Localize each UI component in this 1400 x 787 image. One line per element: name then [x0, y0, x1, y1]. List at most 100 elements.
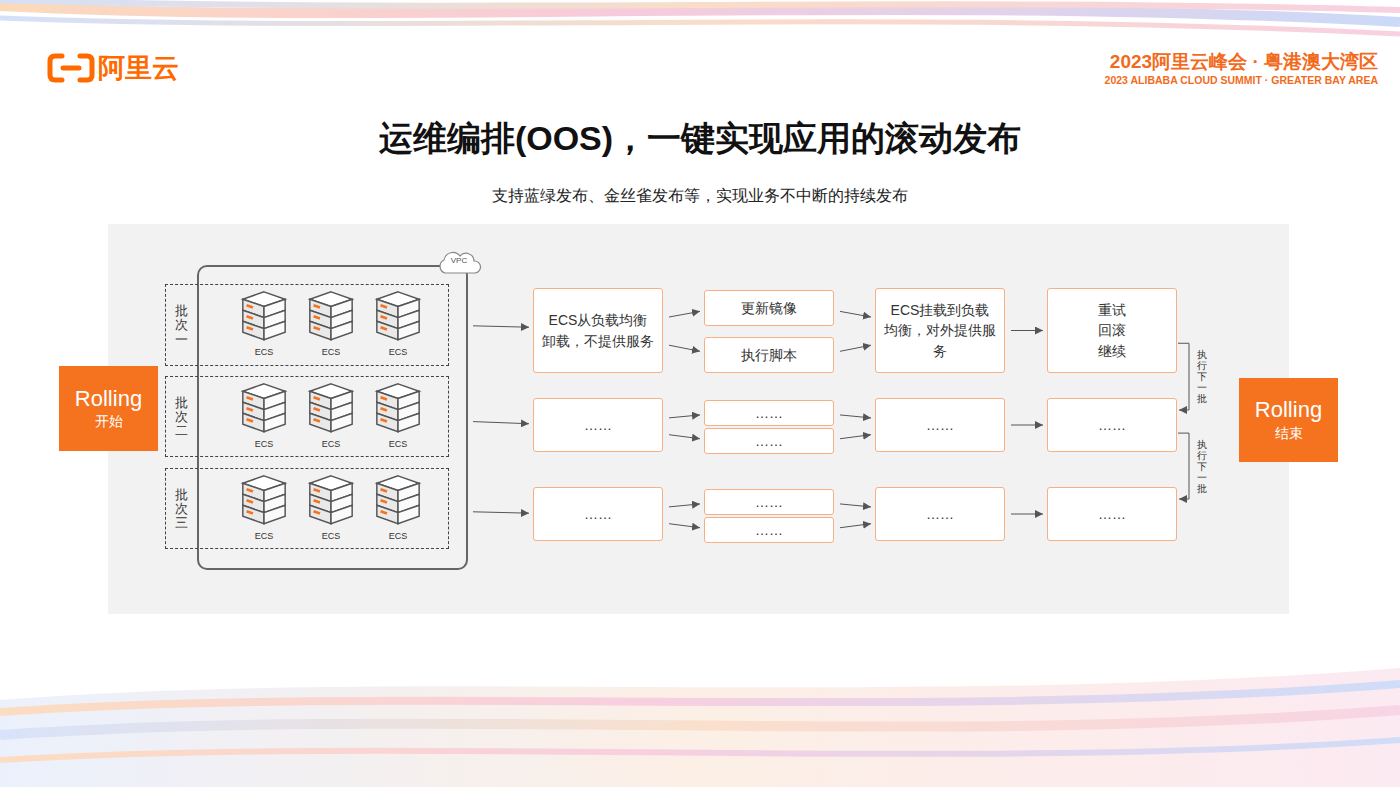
node-text: ……: [755, 431, 783, 451]
node-text: ……: [1098, 504, 1126, 524]
node-text: ECS: [255, 438, 274, 450]
diagram-panel: [108, 224, 1289, 614]
ecs-server: ECS: [373, 382, 423, 452]
server-icon: [239, 474, 289, 530]
server-icon: [239, 382, 289, 438]
process-box: ……: [704, 517, 834, 543]
node-text: ……: [584, 415, 612, 435]
node-text: ……: [584, 504, 612, 524]
node-text: ……: [755, 403, 783, 423]
flow-arrow: [1178, 343, 1189, 410]
process-box: 重试 回滚 继续: [1047, 288, 1177, 373]
node-text: ……: [1098, 415, 1126, 435]
ecs-server: ECS: [239, 290, 289, 360]
flow-arrow: [473, 326, 529, 327]
node-text: ECS: [322, 530, 341, 542]
ecs-server: ECS: [373, 474, 423, 544]
node-text: 执行脚本: [741, 345, 797, 365]
batch-label: 批次三: [175, 487, 188, 530]
flow-arrow: [669, 435, 700, 439]
process-box: ……: [875, 487, 1005, 541]
node-text: ECS挂载到负载均衡，对外提供服务: [884, 300, 996, 361]
slide-subtitle: 支持蓝绿发布、金丝雀发布等，实现业务不中断的持续发布: [0, 186, 1400, 207]
edge-label: 执行下一批: [1197, 348, 1207, 405]
server-icon: [306, 382, 356, 438]
terminal-box: Rolling开始: [59, 366, 158, 451]
node-text: ECS: [389, 438, 408, 450]
flow-arrow: [840, 415, 871, 418]
batch-label: 批次二: [175, 395, 188, 438]
process-box: ……: [1047, 487, 1177, 541]
process-box: ……: [704, 489, 834, 515]
flow-arrow: [473, 512, 529, 513]
flow-arrow: [840, 504, 871, 507]
flow-arrow: [669, 504, 700, 507]
node-text: ……: [755, 492, 783, 512]
node-text: ECS: [322, 346, 341, 358]
server-icon: [373, 382, 423, 438]
node-text: 重试 回滚 继续: [1091, 300, 1133, 361]
process-box: 执行脚本: [704, 337, 834, 373]
edge-label: 执行下一批: [1197, 438, 1207, 495]
process-box: ……: [875, 398, 1005, 452]
node-text: ……: [755, 520, 783, 540]
flow-arrow: [669, 345, 700, 351]
batch-group: 批次二 ECS ECS ECS: [165, 376, 449, 457]
node-text: 开始: [95, 412, 123, 432]
flow-arrow: [840, 524, 871, 528]
node-text: ECS: [255, 530, 274, 542]
node-text: ECS: [389, 346, 408, 358]
logo-icon: [50, 56, 92, 80]
ecs-server: ECS: [306, 382, 356, 452]
bottom-swirl: [0, 668, 1400, 787]
batch-label: 批次一: [175, 304, 188, 347]
process-box: ……: [533, 487, 663, 541]
process-box: ……: [704, 428, 834, 454]
server-icon: [373, 290, 423, 346]
node-text: ECS: [322, 438, 341, 450]
flow-arrow: [1011, 514, 1043, 515]
server-icon: [306, 474, 356, 530]
node-text: Rolling: [75, 385, 142, 413]
process-box: 更新镜像: [704, 290, 834, 326]
flow-arrow: [669, 311, 700, 317]
flow-arrow: [669, 415, 700, 418]
node-text: ……: [926, 415, 954, 435]
flow-arrow: [840, 435, 871, 439]
node-text: ECS从负载均衡卸载，不提供服务: [542, 310, 654, 351]
flow-arrow: [840, 311, 871, 317]
batch-group: 批次三 ECS ECS ECS: [165, 468, 449, 549]
top-swirl: [0, 0, 1400, 34]
node-text: 更新镜像: [741, 298, 797, 318]
vpc-label: VPC: [435, 256, 483, 266]
process-box: ……: [1047, 398, 1177, 452]
process-box: ECS从负载均衡卸载，不提供服务: [533, 288, 663, 373]
batch-group: 批次一 ECS ECS ECS: [165, 284, 449, 366]
server-icon: [373, 474, 423, 530]
node-text: ECS: [255, 346, 274, 358]
node-text: 结束: [1275, 424, 1303, 444]
event-name: 2023阿里云峰会 · 粤港澳大湾区: [1110, 49, 1378, 75]
flow-arrow: [1011, 425, 1043, 426]
process-box: ……: [533, 398, 663, 452]
flow-arrow: [669, 524, 700, 528]
ecs-server: ECS: [306, 474, 356, 544]
terminal-box: Rolling结束: [1239, 378, 1338, 462]
flow-arrow: [1011, 330, 1043, 331]
ecs-server: ECS: [239, 474, 289, 544]
logo-text: 阿里云: [98, 50, 179, 86]
flow-arrow: [1178, 433, 1189, 499]
event-name-en: 2023 ALIBABA CLOUD SUMMIT · GREATER BAY …: [1105, 74, 1378, 86]
flow-arrow: [473, 422, 529, 424]
process-box: ECS挂载到负载均衡，对外提供服务: [875, 288, 1005, 373]
process-box: ……: [704, 400, 834, 426]
node-text: ECS: [389, 530, 408, 542]
slide-title: 运维编排(OOS)，一键实现应用的滚动发布: [0, 116, 1400, 162]
ecs-server: ECS: [373, 290, 423, 360]
ecs-server: ECS: [306, 290, 356, 360]
ecs-server: ECS: [239, 382, 289, 452]
server-icon: [306, 290, 356, 346]
node-text: Rolling: [1255, 396, 1322, 424]
